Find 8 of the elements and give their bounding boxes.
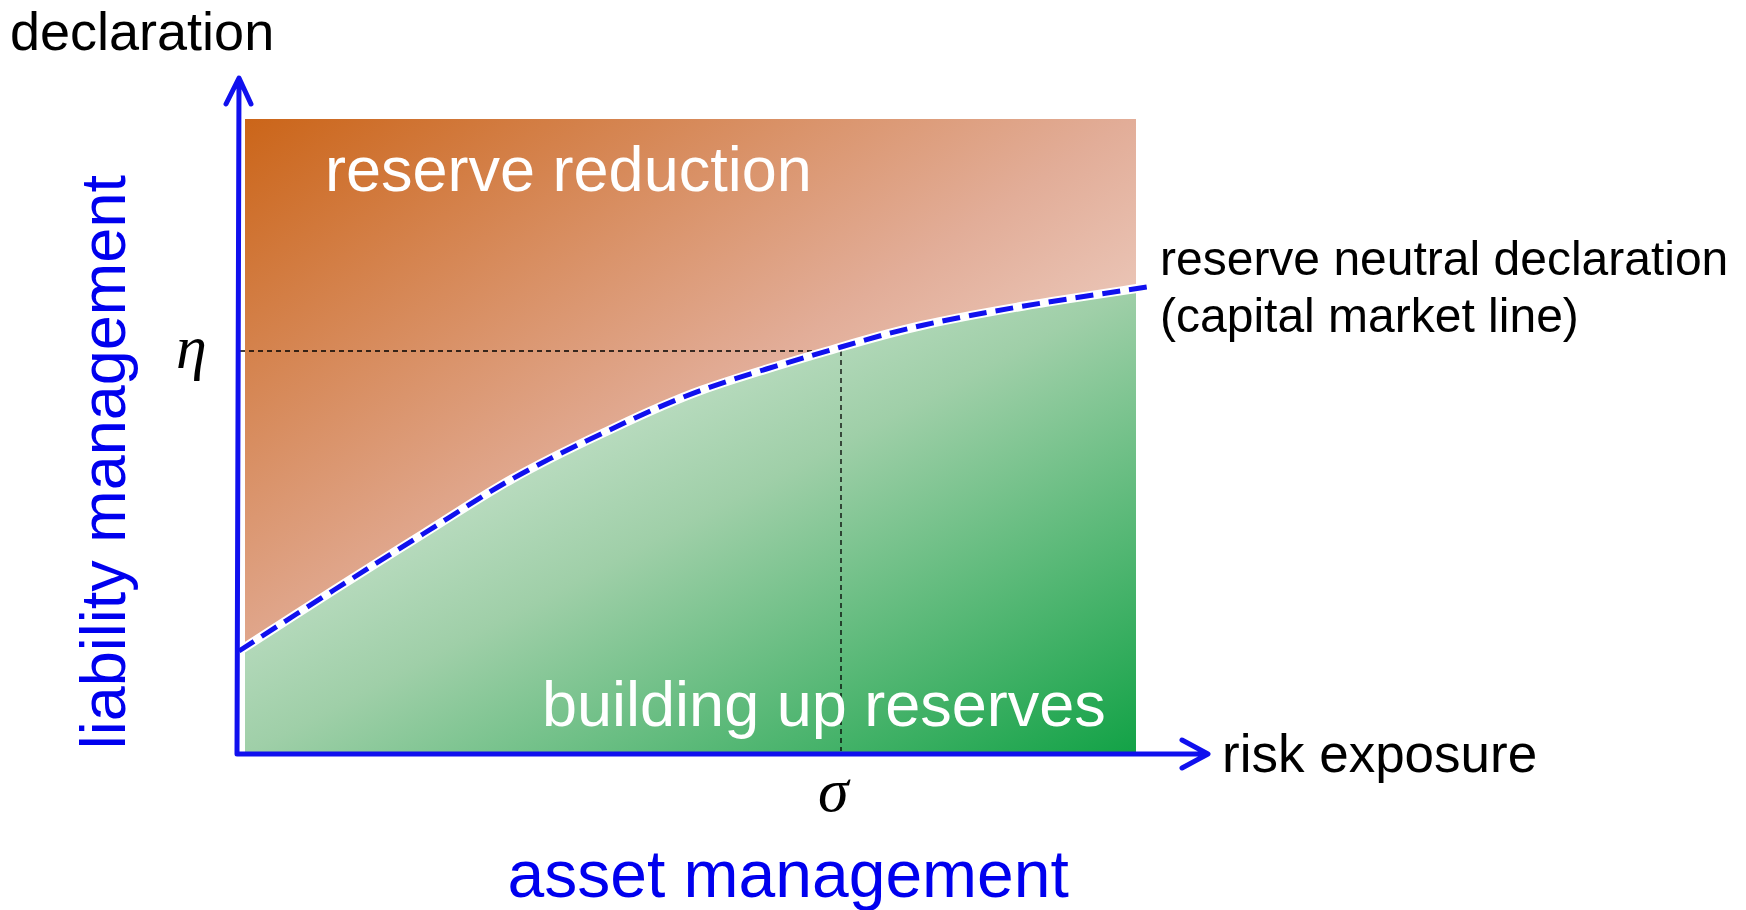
axis-title: liability management [66, 175, 139, 750]
curve-label: reserve neutral declaration (capital market line) [1160, 231, 1730, 345]
math-symbol: η [176, 312, 207, 383]
region-label: reserve reduction [325, 133, 812, 206]
region-label: building up reserves [542, 668, 1106, 741]
axis-title: risk exposure [1222, 724, 1538, 785]
math-symbol: σ [818, 755, 849, 826]
axis-title: declaration [10, 0, 275, 63]
